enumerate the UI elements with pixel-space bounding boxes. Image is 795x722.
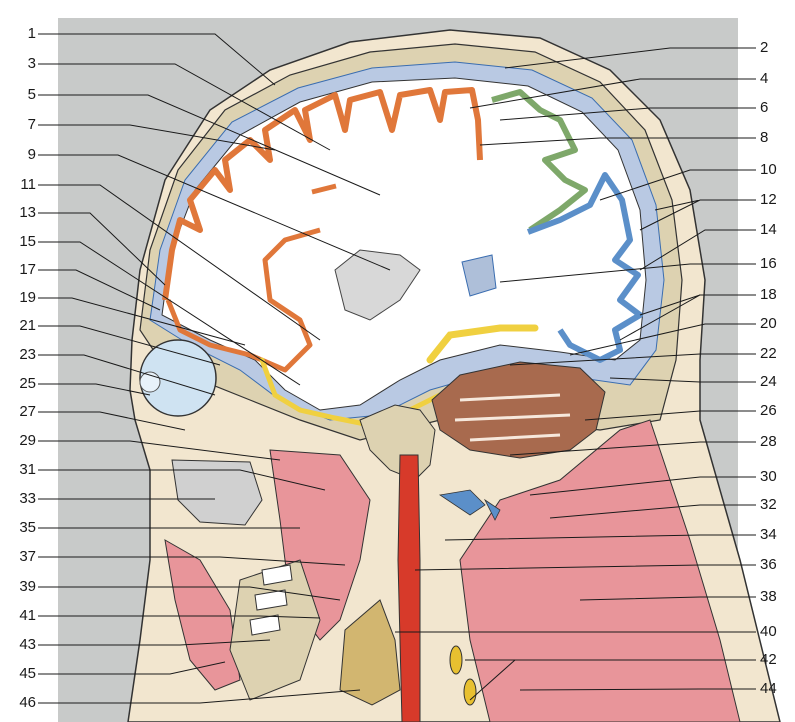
label-22: 22 [760,346,795,362]
label-6: 6 [760,100,795,116]
label-25: 25 [0,376,36,392]
label-33: 33 [0,491,36,507]
label-5: 5 [0,87,36,103]
label-41: 41 [0,608,36,624]
label-44: 44 [760,681,795,697]
label-20: 20 [760,316,795,332]
label-2: 2 [760,40,795,56]
label-13: 13 [0,205,36,221]
label-16: 16 [760,256,795,272]
label-7: 7 [0,117,36,133]
label-12: 12 [760,192,795,208]
label-35: 35 [0,520,36,536]
label-31: 31 [0,462,36,478]
label-21: 21 [0,318,36,334]
label-14: 14 [760,222,795,238]
label-18: 18 [760,287,795,303]
label-39: 39 [0,579,36,595]
label-10: 10 [760,162,795,178]
label-23: 23 [0,347,36,363]
label-17: 17 [0,262,36,278]
spinal-cord [398,455,420,722]
label-34: 34 [760,527,795,543]
label-36: 36 [760,557,795,573]
label-29: 29 [0,433,36,449]
label-42: 42 [760,652,795,668]
label-1: 1 [0,26,36,42]
label-46: 46 [0,695,36,711]
label-3: 3 [0,56,36,72]
label-38: 38 [760,589,795,605]
label-11: 11 [0,177,36,193]
vertebral-artery-lower [464,679,476,705]
label-43: 43 [0,637,36,653]
label-9: 9 [0,147,36,163]
label-27: 27 [0,404,36,420]
label-8: 8 [760,130,795,146]
label-37: 37 [0,549,36,565]
label-24: 24 [760,374,795,390]
label-19: 19 [0,290,36,306]
label-4: 4 [760,71,795,87]
label-26: 26 [760,403,795,419]
label-28: 28 [760,434,795,450]
label-30: 30 [760,469,795,485]
vertebral-artery-upper [450,646,462,674]
label-32: 32 [760,497,795,513]
label-45: 45 [0,666,36,682]
label-15: 15 [0,234,36,250]
label-40: 40 [760,624,795,640]
